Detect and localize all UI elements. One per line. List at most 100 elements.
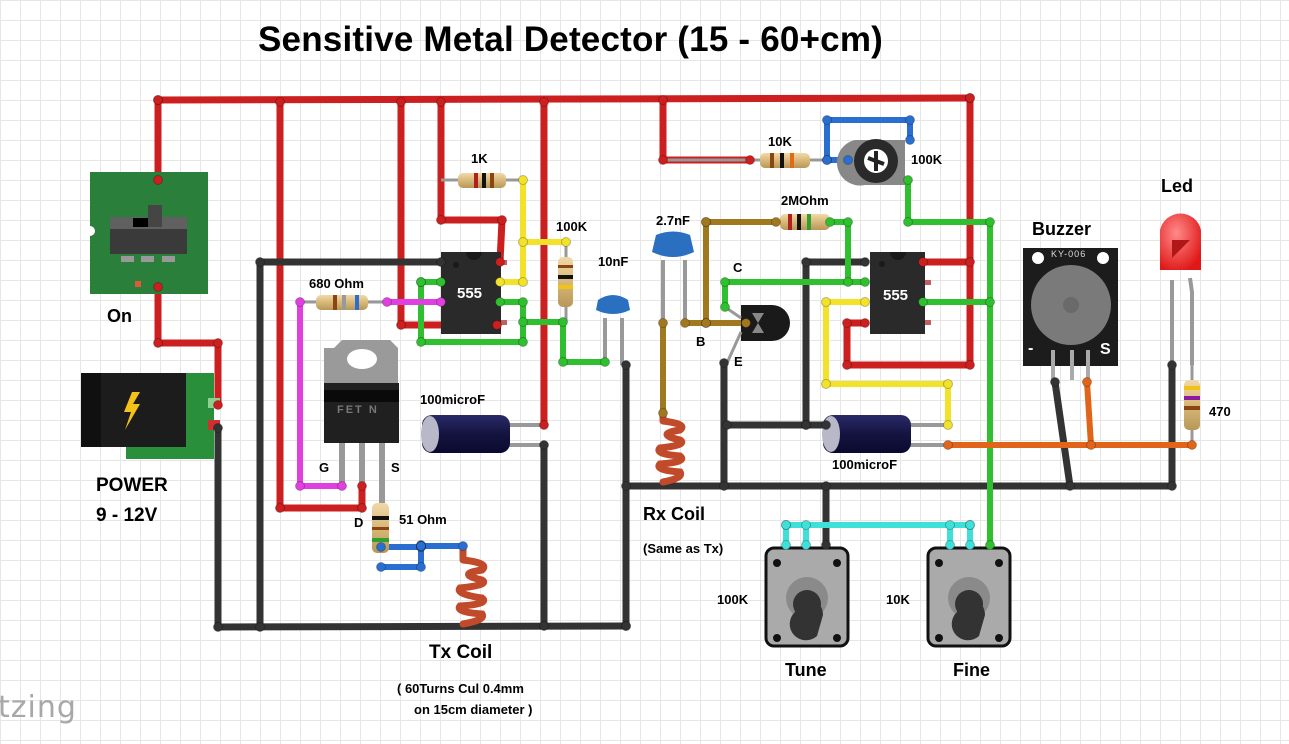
wire-junction[interactable] (860, 257, 870, 267)
npn-transistor-icon[interactable] (724, 305, 790, 364)
wire-junction[interactable] (600, 357, 610, 367)
wire-junction[interactable] (822, 155, 832, 165)
wire-junction[interactable] (965, 540, 975, 550)
wire-junction[interactable] (396, 97, 406, 107)
mosfet-icon[interactable] (324, 340, 399, 503)
wire-power-down-3[interactable] (437, 98, 506, 266)
wire-junction[interactable] (843, 155, 853, 165)
wire-junction[interactable] (745, 155, 755, 165)
wire-junction[interactable] (621, 360, 631, 370)
wire-junction[interactable] (722, 420, 732, 430)
wire-junction[interactable] (658, 95, 668, 105)
buzzer-module-icon[interactable] (1023, 248, 1118, 382)
wire-junction[interactable] (985, 297, 995, 307)
potentiometer-tune[interactable] (764, 546, 850, 648)
wire-junction[interactable] (965, 520, 975, 530)
wire-junction[interactable] (825, 217, 835, 227)
resistor-680[interactable] (300, 295, 387, 310)
wire-junction[interactable] (1082, 377, 1092, 387)
wire-junction[interactable] (255, 257, 265, 267)
wire-junction[interactable] (821, 297, 831, 307)
wire-junction[interactable] (701, 318, 711, 328)
ic-555-2[interactable] (870, 252, 931, 334)
wire-junction[interactable] (436, 215, 446, 225)
wire-junction[interactable] (213, 400, 223, 410)
resistor-2m[interactable] (776, 214, 830, 230)
wire-junction[interactable] (719, 481, 729, 491)
wire-green-trimmer[interactable] (905, 177, 993, 548)
wire-junction[interactable] (416, 277, 426, 287)
wire-junction[interactable] (436, 277, 446, 287)
wire-junction[interactable] (213, 622, 223, 632)
wire-junction[interactable] (945, 520, 955, 530)
wire-junction[interactable] (416, 337, 426, 347)
wire-green-to-10nf[interactable] (520, 319, 608, 365)
wire-junction[interactable] (905, 115, 915, 125)
wire-junction[interactable] (965, 360, 975, 370)
wire-junction[interactable] (821, 540, 831, 550)
wire-junction[interactable] (860, 297, 870, 307)
wire-junction[interactable] (621, 481, 631, 491)
wire-junction[interactable] (213, 423, 223, 433)
led-icon[interactable] (1160, 213, 1201, 365)
wire-junction[interactable] (1167, 481, 1177, 491)
wire-orange-buzzer[interactable] (1084, 379, 1094, 448)
wire-junction[interactable] (965, 257, 975, 267)
wire-junction[interactable] (376, 542, 386, 552)
wire-junction[interactable] (658, 155, 668, 165)
wire-power-down-1[interactable] (276, 98, 366, 512)
wire-junction[interactable] (741, 318, 751, 328)
wire-power-top-rail[interactable] (154, 94, 974, 104)
wire-junction[interactable] (903, 175, 913, 185)
wire-junction[interactable] (518, 237, 528, 247)
resistor-470[interactable] (1184, 365, 1200, 445)
tx-coil-icon[interactable] (455, 543, 488, 628)
wire-junction[interactable] (842, 360, 852, 370)
wire-junction[interactable] (492, 320, 502, 330)
rx-coil-icon[interactable] (655, 409, 686, 486)
wire-junction[interactable] (213, 338, 223, 348)
slide-switch-icon[interactable] (85, 172, 208, 294)
wire-junction[interactable] (918, 297, 928, 307)
wire-junction[interactable] (719, 358, 729, 368)
wire-junction[interactable] (539, 440, 549, 450)
wire-junction[interactable] (821, 481, 831, 491)
wire-junction[interactable] (495, 277, 505, 287)
wire-junction[interactable] (985, 217, 995, 227)
wire-junction[interactable] (1086, 440, 1096, 450)
wire-junction[interactable] (720, 277, 730, 287)
wire-junction[interactable] (1167, 360, 1177, 370)
wire-junction[interactable] (518, 337, 528, 347)
wire-junction[interactable] (658, 408, 668, 418)
wire-junction[interactable] (801, 420, 811, 430)
wire-junction[interactable] (561, 237, 571, 247)
resistor-10k[interactable] (663, 153, 827, 168)
wire-junction[interactable] (771, 217, 781, 227)
wire-junction[interactable] (295, 297, 305, 307)
wire-junction[interactable] (539, 97, 549, 107)
wire-junction[interactable] (822, 115, 832, 125)
wire-junction[interactable] (518, 175, 528, 185)
wire-junction[interactable] (1187, 440, 1197, 450)
wire-junction[interactable] (153, 175, 163, 185)
wire-junction[interactable] (357, 481, 367, 491)
potentiometer-fine[interactable] (926, 546, 1012, 648)
wire-junction[interactable] (943, 379, 953, 389)
wire-junction[interactable] (255, 622, 265, 632)
wire-junction[interactable] (275, 97, 285, 107)
wire-junction[interactable] (801, 520, 811, 530)
wire-blue-trimmer[interactable] (824, 117, 913, 163)
wire-junction[interactable] (985, 540, 995, 550)
wire-junction[interactable] (558, 357, 568, 367)
wire-junction[interactable] (781, 540, 791, 550)
wire-junction[interactable] (396, 320, 406, 330)
wire-ground-555-2[interactable] (723, 258, 869, 429)
wire-junction[interactable] (416, 541, 426, 551)
wire-junction[interactable] (558, 317, 568, 327)
wire-green-2m-right[interactable] (827, 219, 851, 285)
wire-junction[interactable] (458, 541, 468, 551)
wire-junction[interactable] (153, 95, 163, 105)
wire-junction[interactable] (436, 297, 446, 307)
wire-junction[interactable] (801, 540, 811, 550)
resistor-1k[interactable] (441, 173, 523, 188)
